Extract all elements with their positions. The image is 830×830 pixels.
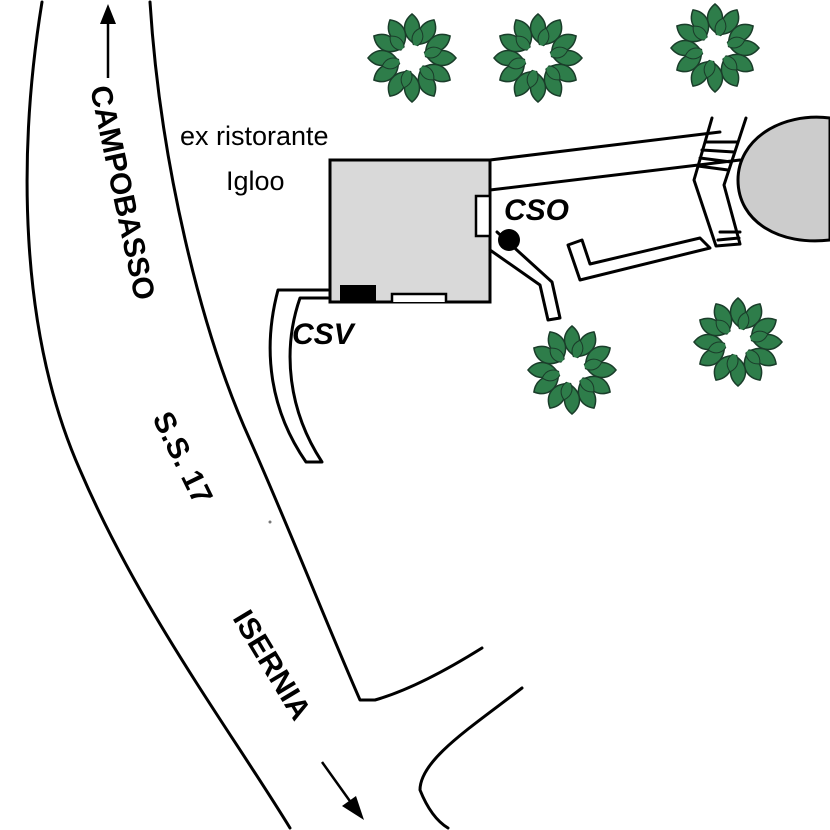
stairs (692, 116, 748, 248)
tree-icon (671, 4, 759, 92)
tree-icon (528, 326, 616, 414)
cso-box-marker (474, 194, 492, 238)
tree-icon (494, 14, 582, 102)
tree-icon (694, 298, 782, 386)
lower-path (566, 236, 712, 282)
tree-icon (368, 14, 456, 102)
sensor-dot-icon (498, 229, 520, 251)
arrow-down-icon (320, 761, 364, 820)
dome (736, 115, 830, 243)
road-edge-outer (148, 0, 484, 702)
isernia-label: ISERNIA (226, 605, 317, 726)
road-edge-inner (25, 0, 292, 830)
ramp (488, 230, 562, 322)
campobasso-label: CAMPOBASSO (83, 83, 161, 303)
arrow-up-icon (100, 4, 116, 78)
csv-sensor-marker (340, 285, 376, 301)
building-name-line2: Igloo (226, 166, 285, 196)
driveway-left-edge (268, 288, 330, 464)
route-label: S.S. 17 (146, 407, 219, 510)
side-road-edge (418, 686, 524, 830)
building-notch (390, 292, 448, 302)
building-name-line1: ex ristorante (180, 121, 329, 151)
map-dot (268, 520, 272, 524)
building-igloo (328, 158, 492, 304)
csv-label: CSV (292, 318, 357, 351)
access-path (488, 130, 742, 192)
cso-label: CSO (504, 194, 569, 227)
